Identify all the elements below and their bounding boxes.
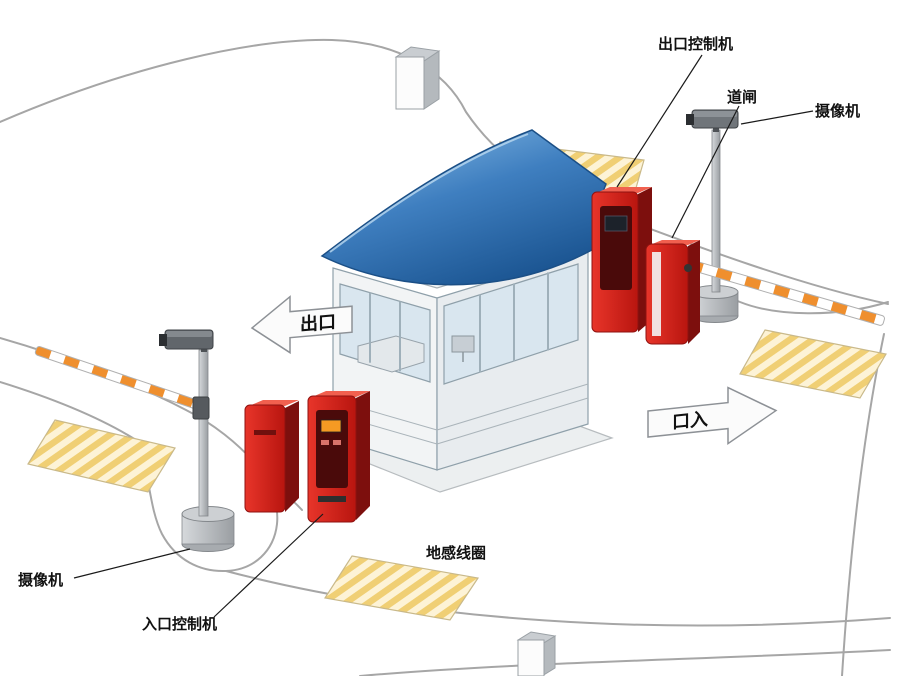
label-entrance-controller: 入口控制机: [142, 615, 217, 633]
label-camera-top-right: 摄像机: [815, 102, 860, 120]
exit-control-machine: [591, 187, 652, 333]
barrier-right-stripe: [652, 252, 661, 336]
callout-labels: 出口控制机 道闸 摄像机 摄像机 入口控制机 地感线圈: [18, 35, 860, 633]
barrier-right: [645, 240, 885, 345]
ground-loop-right: [739, 329, 887, 399]
booth-monitor: [451, 335, 475, 353]
label-camera-bottom-left: 摄像机: [18, 571, 63, 589]
ground-loop-left: [27, 419, 176, 493]
barrier-right-side: [688, 240, 700, 344]
label-ground-loop: 地感线圈: [426, 544, 486, 562]
road-entrance-edge-loop: [0, 381, 279, 573]
barrier-left-arm: [34, 346, 204, 411]
ground-loop-bottom-mat: [324, 555, 480, 621]
entrance-box-slot: [254, 430, 276, 435]
leader-camera-bottom: [73, 548, 191, 579]
camera-pole-right: [686, 109, 739, 323]
ground-loop-left-mat: [27, 419, 176, 493]
camera-left-lens: [159, 334, 167, 346]
pillar-top: [394, 46, 441, 110]
exit-direction-arrow: 出口: [250, 295, 353, 355]
pillar-bottom-front: [517, 639, 545, 676]
road-right-down: [841, 333, 885, 676]
entrance-arrow-text: 口入: [672, 409, 708, 433]
barrier-right-pivot: [684, 264, 692, 272]
leader-entrance-controller: [213, 513, 324, 618]
label-exit-controller: 出口控制机: [658, 35, 733, 53]
booth-desk: [357, 335, 425, 373]
canopy-highlight: [329, 133, 529, 253]
camera-right-lens: [686, 114, 694, 125]
pillar-top-front: [395, 56, 425, 110]
booth-window-mullions: [369, 272, 549, 373]
entrance-control-machines: [244, 391, 370, 523]
ground-loop-right-mat: [739, 329, 887, 399]
booth-glass-right: [443, 263, 579, 385]
camera-left-body-top: [166, 331, 212, 337]
road-bottom-edge-2: [359, 649, 891, 676]
ground-loop-bottom: [324, 555, 480, 621]
exit-arrow-text: 出口: [300, 311, 336, 335]
entrance-direction-arrow: 口入: [647, 386, 778, 445]
camera-left-pole: [198, 349, 209, 517]
entrance-controller-side: [356, 391, 370, 520]
entrance-controller-button-2: [333, 440, 341, 445]
entrance-box-front: [244, 404, 286, 513]
exit-arrow-shape: [250, 295, 353, 355]
leader-exit-controller: [616, 54, 703, 188]
road-bottom-edge-1: [225, 570, 891, 627]
barrier-left: [34, 346, 210, 420]
leader-barrier-gate: [671, 105, 740, 239]
pillar-bottom: [516, 631, 557, 676]
barrier-left-bracket: [192, 396, 210, 420]
entrance-controller-screen: [320, 419, 342, 433]
leader-camera-top: [740, 110, 814, 125]
entrance-controller-ticket-slot: [318, 496, 346, 502]
entrance-controller-button-1: [321, 440, 329, 445]
camera-pole-left: [159, 329, 235, 552]
label-barrier-gate: 道闸: [727, 88, 757, 106]
entrance-box-side: [285, 401, 299, 512]
camera-right-body-top: [693, 111, 737, 117]
entrance-arrow-shape: [647, 386, 778, 445]
exit-controller-screen: [604, 215, 628, 232]
